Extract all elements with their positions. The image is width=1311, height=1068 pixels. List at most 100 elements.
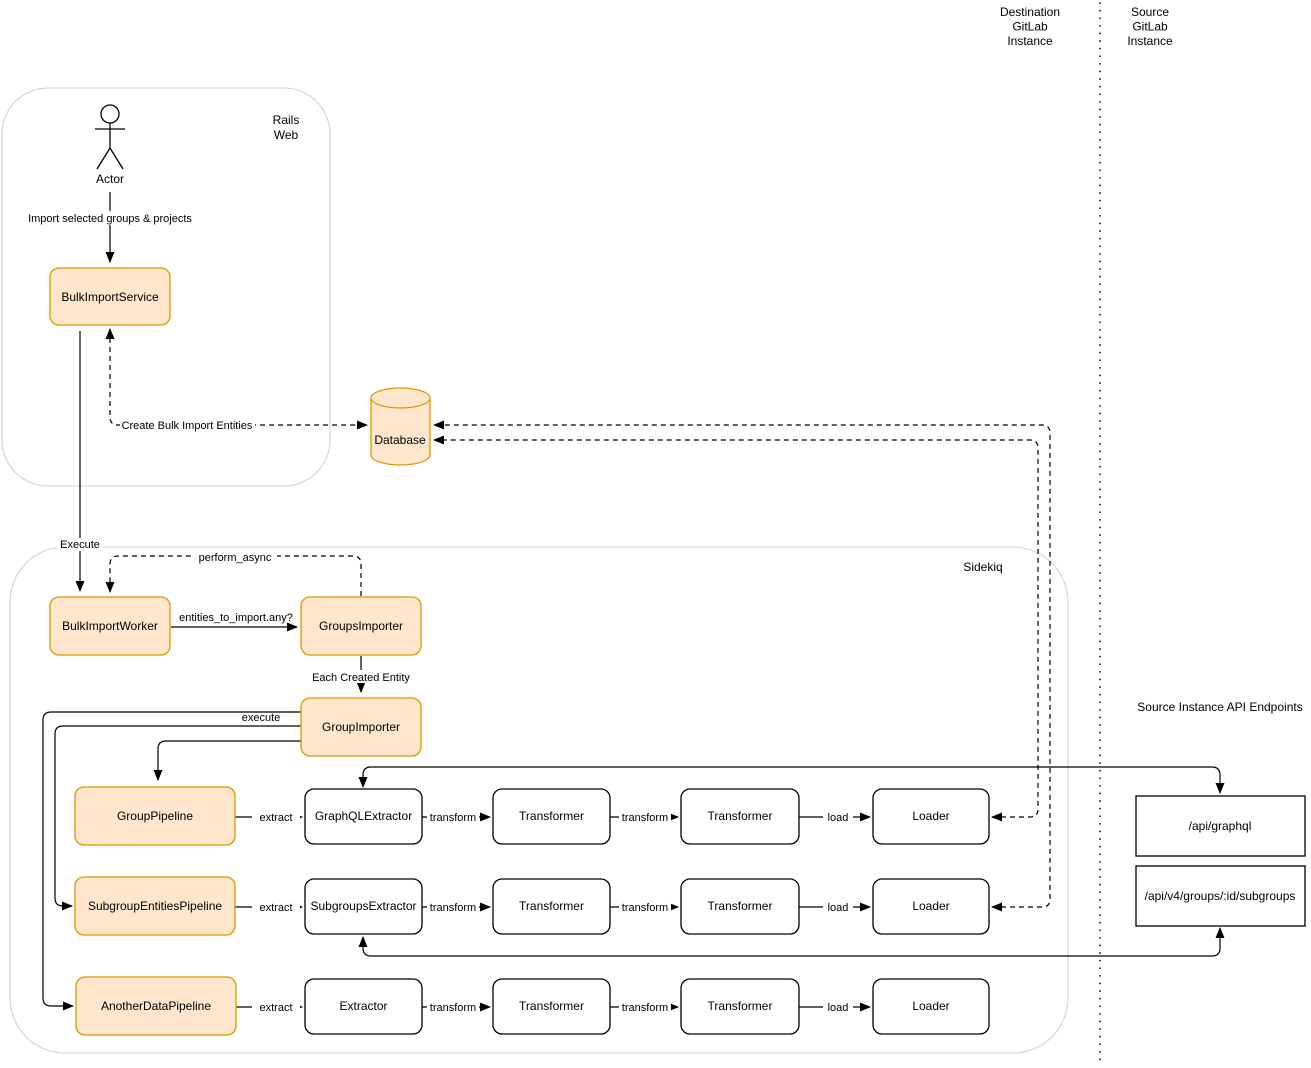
source-header-line1: Source — [1131, 5, 1169, 19]
destination-header-line1: Destination — [1000, 5, 1060, 19]
load-label-row1: load — [828, 812, 849, 824]
edge-to-group-pipeline — [153, 740, 301, 781]
rails-web-title-line1: Rails — [273, 113, 300, 127]
source-header-line2: GitLab — [1132, 20, 1168, 34]
transformer-node-row1-a — [492, 788, 611, 845]
group-pipeline-label: GroupPipeline — [117, 809, 193, 823]
transformer-node-row3-b — [680, 978, 800, 1035]
bulk-import-service-node — [49, 267, 171, 326]
rails-web-container — [1, 87, 331, 487]
bulk-import-worker-node — [49, 596, 171, 656]
transformer-label-row1-b: Transformer — [708, 809, 773, 823]
sidekiq-title: Sidekiq — [963, 560, 1002, 574]
source-header-line3: Instance — [1127, 34, 1173, 48]
loader-node-row2 — [872, 878, 990, 935]
load-label-row3: load — [828, 1002, 849, 1014]
actor-icon — [95, 104, 125, 170]
label-bg — [252, 1000, 300, 1013]
transform-label-row2-a: transform — [430, 902, 476, 914]
groups-importer-label: GroupsImporter — [319, 619, 403, 633]
transformer-label-row2-b: Transformer — [708, 899, 773, 913]
database-label: Database — [374, 433, 426, 447]
api-graphql-endpoint-node — [1135, 795, 1306, 857]
extract-label-row2: extract — [259, 902, 292, 914]
api-endpoints-title: Source Instance API Endpoints — [1137, 700, 1302, 714]
label-bg — [427, 1000, 479, 1013]
another-data-pipeline-node — [75, 976, 237, 1036]
loader-label-row1: Loader — [912, 809, 949, 823]
label-bg — [619, 1000, 671, 1013]
extractor-label: Extractor — [339, 999, 387, 1013]
loader-node-row3 — [872, 978, 990, 1035]
transformer-node-row2-a — [492, 878, 611, 935]
execute-label: Execute — [60, 539, 100, 551]
edge-create-bulk-import-entities — [105, 328, 368, 430]
label-bg — [27, 211, 193, 225]
transform-label-row2-b: transform — [622, 902, 668, 914]
destination-header-line2: GitLab — [1012, 20, 1048, 34]
loader-label-row3: Loader — [912, 999, 949, 1013]
api-subgroups-label: /api/v4/groups/:id/subgroups — [1145, 889, 1296, 903]
transform-label-row3-a: transform — [430, 1002, 476, 1014]
label-bg — [57, 538, 103, 551]
execute-pipelines-label: execute — [242, 712, 281, 724]
extract-label-row1: extract — [259, 812, 292, 824]
edge-loader1-database — [433, 435, 1039, 822]
another-data-pipeline-label: AnotherDataPipeline — [101, 999, 211, 1013]
load-label-row2: load — [828, 902, 849, 914]
bulk-import-worker-label: BulkImportWorker — [62, 619, 158, 633]
graphql-extractor-label: GraphQLExtractor — [315, 809, 412, 823]
destination-header-line3: Instance — [1007, 34, 1053, 48]
entities-to-import-label: entities_to_import.any? — [179, 612, 293, 624]
bulk-import-service-label: BulkImportService — [61, 290, 159, 304]
label-bg — [193, 550, 277, 563]
subgroup-entities-pipeline-label: SubgroupEntitiesPipeline — [88, 899, 222, 913]
subgroup-entities-pipeline-node — [74, 876, 236, 936]
label-bg — [823, 1000, 853, 1013]
edge-subgroups-endpoint — [358, 927, 1225, 957]
transformer-label-row3-a: Transformer — [519, 999, 584, 1013]
transformer-label-row1-a: Transformer — [519, 809, 584, 823]
rails-web-title-line2: Web — [274, 128, 299, 142]
extract-label-row3: extract — [259, 1002, 292, 1014]
transformer-node-row2-b — [680, 878, 800, 935]
label-bg — [252, 900, 300, 913]
subgroups-extractor-node — [304, 878, 423, 935]
subgroups-extractor-label: SubgroupsExtractor — [310, 899, 416, 913]
transform-label-row1-b: transform — [622, 812, 668, 824]
transformer-node-row1-b — [680, 788, 800, 845]
api-subgroups-endpoint-node — [1135, 865, 1306, 927]
perform-async-label: perform_async — [199, 552, 272, 564]
actor-label: Actor — [96, 172, 124, 186]
import-selected-label: Import selected groups & projects — [28, 213, 192, 225]
label-bg — [619, 810, 671, 823]
loader-node-row1 — [872, 788, 990, 845]
label-bg — [619, 900, 671, 913]
transformer-node-row3-a — [492, 978, 611, 1035]
label-bg — [823, 810, 853, 823]
graphql-extractor-node — [304, 788, 423, 845]
transform-label-row3-b: transform — [622, 1002, 668, 1014]
label-bg — [120, 418, 255, 431]
group-importer-node — [300, 697, 422, 757]
loader-label-row2: Loader — [912, 899, 949, 913]
transformer-label-row3-b: Transformer — [708, 999, 773, 1013]
group-importer-label: GroupImporter — [322, 720, 400, 734]
label-bg — [427, 810, 479, 823]
each-created-entity-label: Each Created Entity — [312, 672, 410, 684]
label-bg — [252, 810, 300, 823]
create-bulk-import-entities-label: Create Bulk Import Entities — [122, 420, 253, 432]
api-graphql-label: /api/graphql — [1189, 819, 1252, 833]
transform-label-row1-a: transform — [430, 812, 476, 824]
label-bg — [427, 900, 479, 913]
edge-to-another-data-pipeline — [42, 711, 301, 1011]
edge-to-subgroup-entities-pipeline — [54, 725, 301, 911]
database-cylinder — [370, 387, 431, 466]
label-bg — [823, 900, 853, 913]
groups-importer-node — [300, 596, 422, 656]
label-bg — [311, 670, 411, 683]
group-pipeline-node — [74, 786, 236, 846]
extractor-node — [304, 978, 423, 1035]
